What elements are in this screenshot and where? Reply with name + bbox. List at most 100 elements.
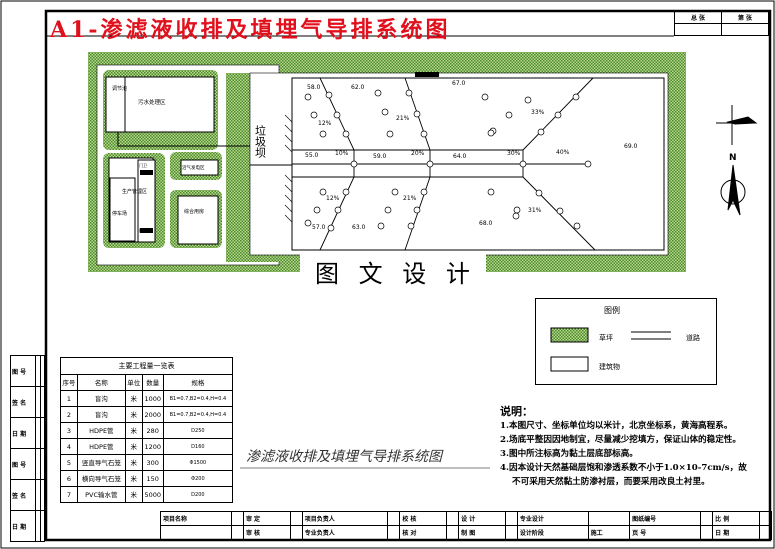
slope-label: 21% (396, 115, 410, 122)
table-cell: D250 (162, 422, 234, 439)
title-block-cell (160, 525, 232, 540)
title-block-cell (445, 511, 460, 526)
sheet-index: 第 张 (721, 11, 769, 24)
strip-label: 签 名 (9, 386, 37, 418)
note-item: 3.图中所注标高为黏土层底部标高。 (500, 449, 638, 459)
title-block-cell (387, 511, 401, 526)
title-block-cell: 制 图 (458, 525, 506, 540)
table-cell: HDPE管 (76, 422, 126, 439)
elevation-label: 57.0 (312, 224, 326, 231)
label-building: 污水处理区 (138, 98, 166, 106)
elevation-label: 69.0 (624, 143, 638, 150)
table-cell: 米 (124, 422, 143, 439)
title-block-cell (504, 525, 518, 540)
label-building: 垃圾坝 (254, 124, 267, 158)
slope-label: 12% (318, 120, 332, 127)
table-cell: Φ1500 (162, 454, 234, 471)
table-cell: HDPE管 (76, 438, 126, 455)
table-cell: D160 (162, 438, 234, 455)
elevation-label: 59.0 (373, 153, 387, 160)
elevation-label: 55.0 (305, 152, 319, 159)
title-block-cell: 审 核 (242, 525, 291, 540)
legend-lawn: 草坪 (599, 334, 613, 342)
strip-label: 图 号 (9, 355, 37, 387)
table-cell: 1200 (141, 438, 164, 455)
col-header: 单位 (124, 374, 143, 391)
watermark: 图 文 设 计 (315, 260, 476, 288)
table-cell: D200 (162, 486, 234, 503)
elevation-label: 67.0 (452, 80, 466, 87)
note-item: 2.场底平整因因地制宜，尽量减少挖填方，保证山体的稳定性。 (500, 435, 742, 445)
title-block-cell: 设计阶段 (516, 525, 589, 540)
legend: 图例 草坪 道路 建筑物 (535, 298, 717, 385)
strip-label: 签 名 (9, 479, 37, 511)
title-block-cell: 审 定 (242, 511, 291, 526)
table-cell: Φ200 (162, 470, 234, 487)
table-cell: 盲沟 (76, 406, 126, 423)
slope-label: 33% (531, 109, 545, 116)
strip-label: 日 期 (9, 510, 37, 542)
table-cell: 6 (60, 470, 78, 487)
label-building: 门卫 (139, 162, 147, 168)
label-building: 沼气发电区 (182, 164, 205, 171)
table-cell: 2 (60, 406, 78, 423)
table-cell: 280 (141, 422, 164, 439)
table-cell: PVC输水管 (76, 486, 126, 503)
slope-label: 10% (335, 150, 349, 157)
legend-road: 道路 (686, 334, 700, 342)
title-block-cell: 核 对 (399, 525, 447, 540)
title-block-cell (230, 525, 244, 540)
col-header: 序号 (60, 374, 78, 391)
table-cell: 300 (141, 454, 164, 471)
table-cell: 5 (60, 454, 78, 471)
title-block-cell: 项目名称 (160, 511, 232, 526)
title-block-cell: 专业负责人 (301, 525, 389, 540)
table-caption: 主要工程量一览表 (60, 357, 233, 375)
title-block-cell (230, 511, 244, 526)
table-cell: 4 (60, 438, 78, 455)
table-cell: 150 (141, 470, 164, 487)
table-cell: B1=0.7,B2=0.4,H=0.4 (162, 390, 234, 407)
title-block-cell: 图纸编号 (629, 511, 701, 526)
table-cell: 竖直导气石笼 (76, 454, 126, 471)
title-block-cell (289, 511, 303, 526)
notes: 说明： 1.本图尺寸、坐标单位均以米计，北京坐标系，黄海高程系。 2.场底平整因… (500, 405, 747, 489)
title-block-cell: 项目负责人 (301, 511, 389, 526)
left-signature-strip: 图 号签 名日 期图 号签 名日 期 (9, 355, 46, 542)
sheet-count: 总 张第 张 (674, 11, 769, 36)
slope-label: 12% (326, 195, 340, 202)
slope-label: 30% (507, 150, 521, 157)
title-block-cell: 施工 (587, 525, 631, 540)
table-cell: 5000 (141, 486, 164, 503)
table-cell: 1000 (141, 390, 164, 407)
slope-label: 40% (556, 149, 570, 156)
title-block-cell: 日 期 (712, 525, 760, 540)
title-block-cell (504, 511, 518, 526)
table-cell: 米 (124, 406, 143, 423)
label-building: 停车场 (112, 210, 127, 217)
legend-title: 图例 (604, 306, 620, 315)
col-header: 数量 (141, 374, 164, 391)
elevation-label: 68.0 (479, 220, 493, 227)
north-label: N (729, 153, 737, 163)
table-cell: 米 (124, 454, 143, 471)
manhole-nodes (304, 89, 592, 232)
table-header: 序号名称单位数量规格 (60, 374, 234, 391)
table-cell: 7 (60, 486, 78, 503)
table-cell: 米 (124, 438, 143, 455)
title-block-cell (387, 525, 401, 540)
note-item: 不可采用天然黏土防渗衬层，而要采用改良土衬里。 (512, 477, 710, 487)
notes-heading: 说明： (500, 405, 533, 418)
slope-label: 31% (528, 207, 542, 214)
label-building: 调节池 (112, 85, 127, 92)
title-block-cell (758, 511, 773, 526)
note-item: 4.因本设计天然基础层饱和渗透系数不小于1.0×10-7cm/s，故 (500, 463, 747, 473)
